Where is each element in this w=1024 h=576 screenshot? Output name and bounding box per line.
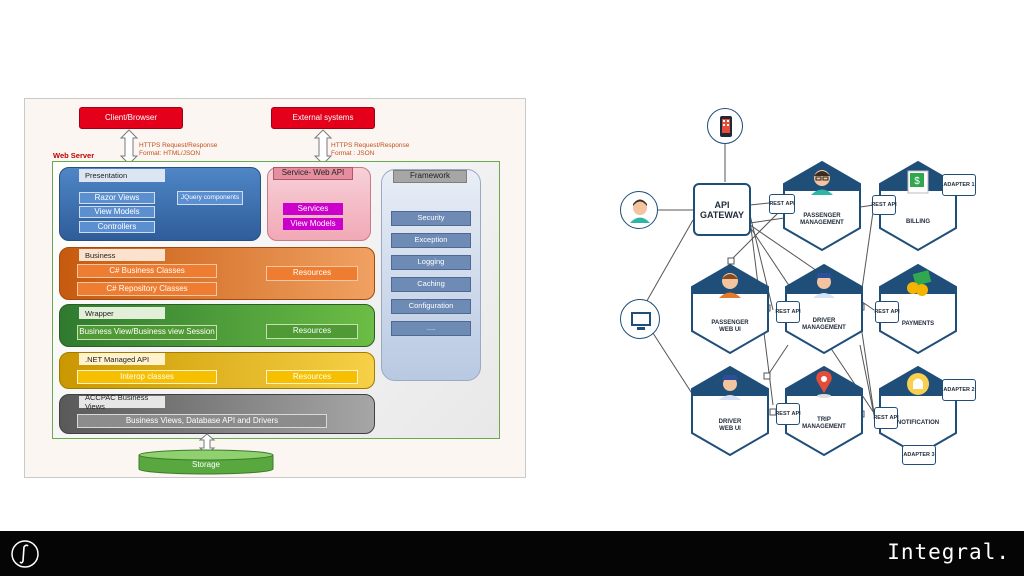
api-gateway-label-2: GATEWAY — [699, 209, 744, 220]
billing-label: BILLING — [906, 219, 930, 225]
money-icon — [907, 270, 932, 296]
database-drivers-item: Business Views, Database API and Drivers — [77, 414, 327, 428]
rest-api-badge: REST API — [775, 403, 801, 425]
passenger-icon — [811, 170, 833, 195]
notification-label: NOTIFICATION — [896, 420, 940, 426]
storage-label: Storage — [191, 459, 221, 469]
web-server-label: Web Server — [53, 151, 95, 160]
controllers-item: Controllers — [79, 221, 155, 233]
external-systems-box: External systems — [271, 107, 375, 129]
presentation-title: Presentation — [79, 169, 165, 182]
mobile-phone-icon — [707, 108, 743, 144]
service-view-models-item: View Models — [283, 218, 343, 230]
business-resources-item: Resources — [266, 266, 358, 281]
footer-bar: Integral. — [0, 531, 1024, 576]
business-view-session-item: Business View/Business view Session — [77, 325, 217, 340]
rest-api-badge: REST API — [775, 301, 801, 323]
adapter-2-badge: ADAPTER 2 — [942, 379, 976, 401]
integral-logo-icon — [11, 540, 39, 568]
map-pin-icon — [816, 371, 832, 398]
driver-web-icon — [719, 375, 741, 400]
request-arrow-left — [119, 129, 139, 165]
storage-cylinder — [138, 449, 274, 475]
passenger-web-icon — [719, 273, 741, 298]
payments-label: PAYMENTS — [901, 321, 935, 327]
microservices-diagram: API GATEWAY REST API REST API REST API R… — [600, 105, 990, 465]
monitor-icon — [620, 299, 660, 339]
framework-layer — [381, 169, 481, 381]
razor-views-item: Razor Views — [79, 192, 155, 204]
interop-classes-item: Interop classes — [77, 370, 217, 384]
wrapper-resources-item: Resources — [266, 324, 358, 339]
svg-text:$: $ — [914, 176, 920, 187]
api-gateway-label-1: API — [714, 199, 730, 210]
dollar-bill-icon: $ — [907, 170, 929, 194]
rest-api-badge: REST API — [769, 194, 795, 214]
client-browser-box: Client/Browser — [79, 107, 183, 129]
adapter-1-badge: ADAPTER 1 — [942, 174, 976, 196]
security-item: Security — [391, 211, 471, 226]
jquery-components-item: JQuery components — [177, 191, 243, 205]
bell-icon — [907, 373, 929, 395]
exception-item: Exception — [391, 233, 471, 248]
driver-icon — [813, 273, 835, 298]
wrapper-title: Wrapper — [79, 307, 165, 319]
adapter-3-badge: ADAPTER 3 — [902, 445, 936, 465]
repository-classes-item: C# Repository Classes — [77, 282, 217, 296]
api-gateway-box: API GATEWAY — [693, 183, 751, 236]
net-api-title: .NET Managed API — [79, 353, 165, 365]
rest-api-badge: REST API — [871, 195, 897, 215]
services-item: Services — [283, 203, 343, 215]
more-item: .... — [391, 321, 471, 336]
accpac-title: ACCPAC Business Views — [79, 393, 165, 411]
net-resources-item: Resources — [266, 370, 358, 384]
architecture-diagram: Client/Browser External systems HTTPS Re… — [24, 98, 526, 478]
caching-item: Caching — [391, 277, 471, 292]
logging-item: Logging — [391, 255, 471, 270]
user-icon — [620, 191, 658, 229]
service-title: Service- Web API — [273, 167, 353, 180]
business-classes-item: C# Business Classes — [77, 264, 217, 278]
business-title: Business — [79, 249, 165, 261]
framework-title: Framework — [393, 170, 467, 183]
configuration-item: Configuration — [391, 299, 471, 314]
view-models-item: View Models — [79, 206, 155, 218]
brand-name: Integral. — [887, 540, 1010, 564]
rest-api-badge: REST API — [874, 301, 900, 323]
rest-api-badge: REST API — [873, 407, 899, 429]
